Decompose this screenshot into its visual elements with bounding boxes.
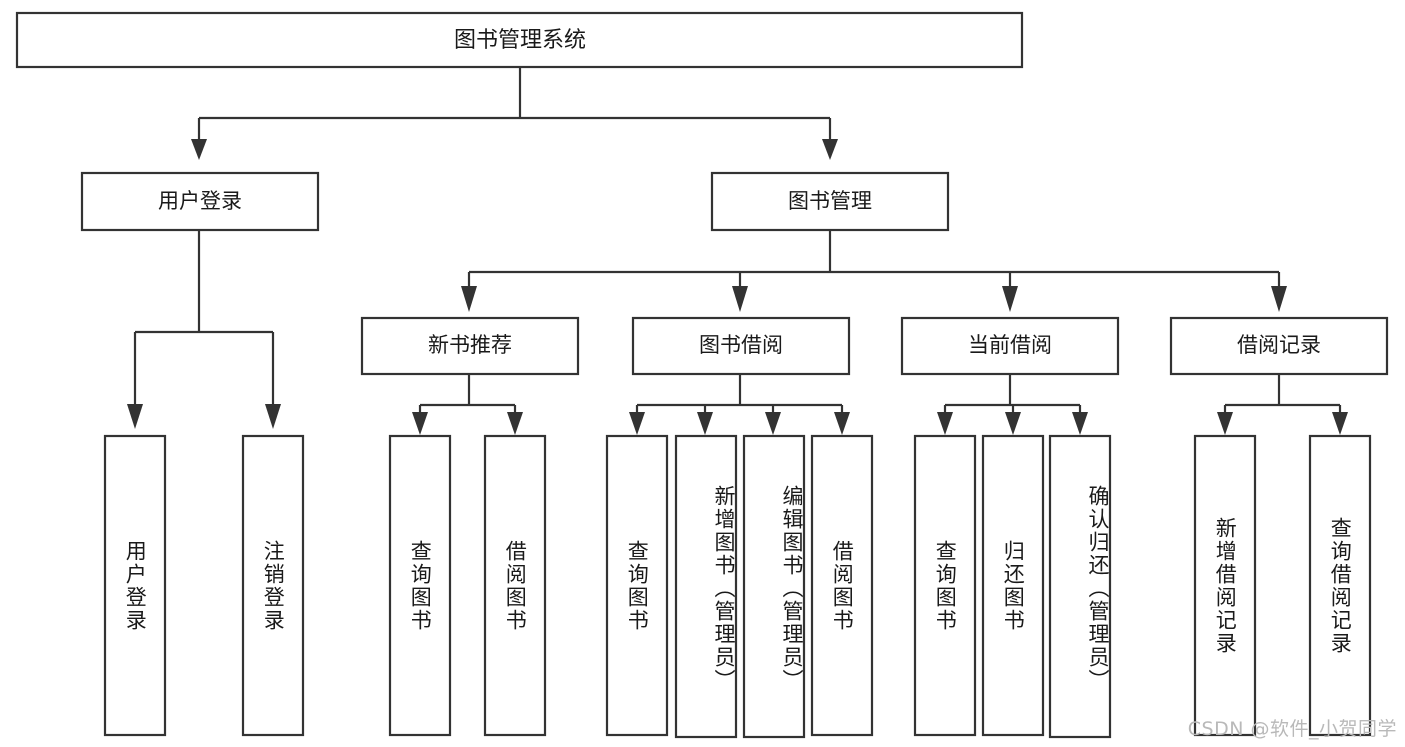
node-current-borrow-box[interactable] [900, 316, 1120, 376]
leaf-boxes [103, 434, 1372, 739]
arrow-borrow-leaf-2 [697, 412, 713, 435]
arrow-current-leaf-3 [1072, 412, 1088, 435]
node-book-management[interactable]: 图书管理 [710, 171, 950, 232]
leaf-box-current-borrow-1[interactable] [913, 434, 977, 737]
arrow-current-leaf-1 [937, 412, 953, 435]
arrow-root-to-book-mgmt [822, 139, 838, 160]
node-book-borrow-label: 图书借阅 [699, 333, 783, 357]
arrow-current-leaf-2 [1005, 412, 1021, 435]
node-current-borrow-label: 当前借阅 [968, 333, 1052, 357]
node-current-borrow[interactable]: 当前借阅 [900, 316, 1120, 376]
leaf-box-borrow-record-1[interactable] [1193, 434, 1257, 737]
node-user-login-box[interactable] [80, 171, 320, 232]
node-new-book-recommend-box[interactable] [360, 316, 580, 376]
arrow-borrow-leaf-1 [629, 412, 645, 435]
arrow-borrow-leaf-3 [765, 412, 781, 435]
node-new-book-recommend[interactable]: 新书推荐 [360, 316, 580, 376]
arrow-root-to-user-login [191, 139, 207, 160]
leaf-box-borrow-record-2[interactable] [1308, 434, 1372, 737]
node-book-management-box[interactable] [710, 171, 950, 232]
leaf-box-book-borrow-2[interactable] [674, 434, 738, 739]
node-book-borrow[interactable]: 图书借阅 [631, 316, 851, 376]
node-book-borrow-box[interactable] [631, 316, 851, 376]
arrow-user-login-leaf-2 [265, 404, 281, 429]
arrow-book-mgmt-to-record [1271, 286, 1287, 312]
arrow-book-mgmt-to-borrow [732, 286, 748, 312]
arrow-book-mgmt-to-new-book [461, 286, 477, 312]
arrow-record-leaf-2 [1332, 412, 1348, 435]
node-root-label: 图书管理系统 [454, 28, 586, 53]
leaf-box-new-book-1[interactable] [388, 434, 452, 737]
leaf-box-user-login-1[interactable] [103, 434, 167, 737]
arrow-new-book-leaf-2 [507, 412, 523, 435]
arrow-new-book-leaf-1 [412, 412, 428, 435]
node-book-management-label: 图书管理 [788, 189, 872, 213]
leaf-box-current-borrow-3[interactable] [1048, 434, 1112, 739]
node-root[interactable]: 图书管理系统 [15, 11, 1024, 69]
arrow-borrow-leaf-4 [834, 412, 850, 435]
leaf-box-current-borrow-2[interactable] [981, 434, 1045, 737]
leaf-box-user-login-2[interactable] [241, 434, 305, 737]
arrow-record-leaf-1 [1217, 412, 1233, 435]
watermark-text: CSDN @软件_小贺同学 [1187, 718, 1397, 740]
leaf-box-book-borrow-1[interactable] [605, 434, 669, 737]
arrow-book-mgmt-to-current [1002, 286, 1018, 312]
node-new-book-recommend-label: 新书推荐 [428, 333, 512, 357]
node-borrow-record-box[interactable] [1169, 316, 1389, 376]
node-borrow-record-label: 借阅记录 [1237, 333, 1321, 357]
node-user-login-label: 用户登录 [158, 189, 242, 213]
node-user-login[interactable]: 用户登录 [80, 171, 320, 232]
node-borrow-record[interactable]: 借阅记录 [1169, 316, 1389, 376]
connectors [127, 67, 1348, 435]
leaf-box-book-borrow-3[interactable] [742, 434, 806, 739]
leaf-box-book-borrow-4[interactable] [810, 434, 874, 737]
node-root-box[interactable] [15, 11, 1024, 69]
leaf-box-new-book-2[interactable] [483, 434, 547, 737]
arrow-user-login-leaf-1 [127, 404, 143, 429]
